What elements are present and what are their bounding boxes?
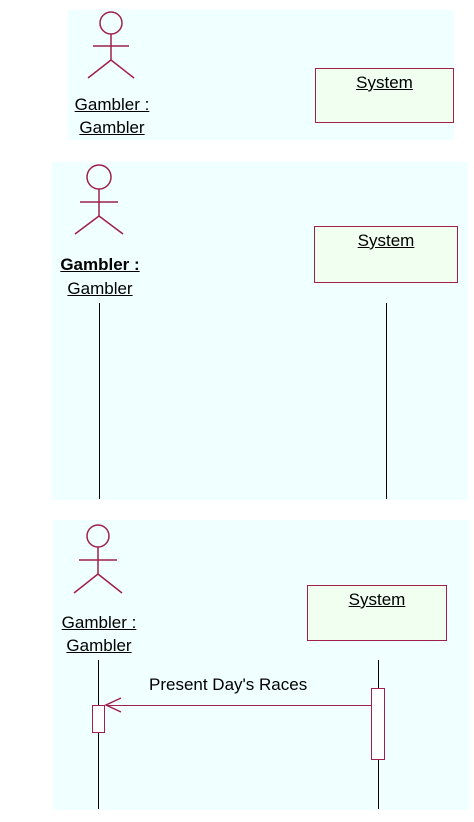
actor-icon [87, 11, 135, 79]
actor-class-label: Gambler [67, 279, 133, 298]
actor-instance-label: Gambler : [74, 95, 150, 114]
system-object-label: System [356, 73, 413, 92]
system-lifeline [386, 303, 387, 499]
actor-icon [73, 524, 123, 594]
system-object-box: System [307, 585, 447, 641]
system-object-label: System [348, 590, 406, 609]
actor-lifeline [99, 303, 100, 499]
system-object-label: System [357, 231, 415, 250]
message-label: Present Day's Races [149, 675, 308, 694]
system-object-box: System [314, 226, 458, 283]
diagram-panel-2 [52, 162, 468, 500]
actor-instance-label: Gambler : [61, 613, 137, 632]
actor-class-label: Gambler [79, 118, 145, 137]
actor-activation-bar [92, 705, 105, 733]
actor-class-label: Gambler [66, 636, 132, 655]
actor-lifeline [98, 660, 99, 809]
arrowhead-icon [104, 697, 122, 713]
system-object-box: System [315, 68, 454, 123]
actor-icon [74, 164, 124, 235]
actor-instance-label: Gambler : [60, 255, 140, 274]
diagram-panel-3 [53, 520, 469, 810]
message-arrow-line [106, 705, 371, 706]
system-activation-bar [371, 688, 385, 760]
